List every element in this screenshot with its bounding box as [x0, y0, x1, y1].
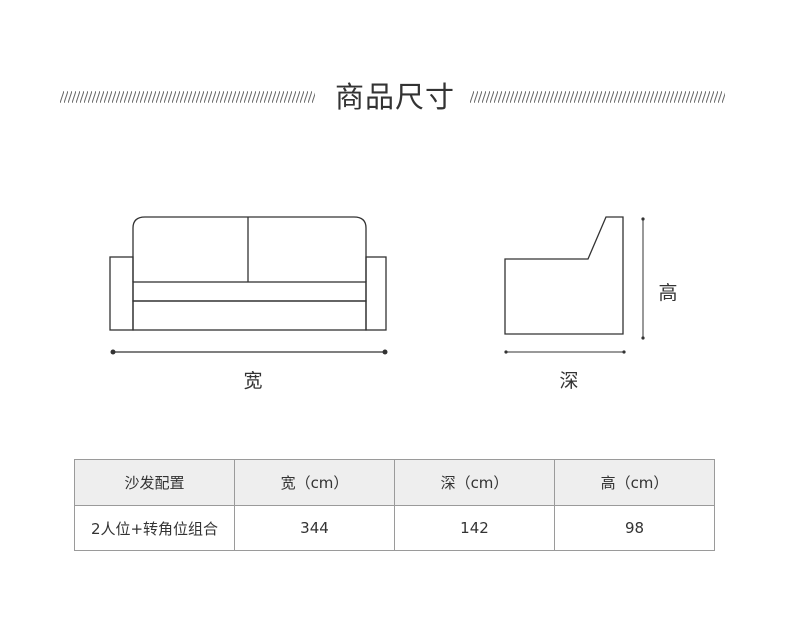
- header-height: 高（cm）: [554, 459, 715, 506]
- sofa-cushion: [132, 281, 367, 302]
- cell-height: 98: [554, 505, 715, 551]
- sofa-side-view: [504, 216, 624, 335]
- height-dimension: 高: [641, 217, 678, 340]
- width-dimension: 宽: [110, 349, 388, 392]
- left-armrest: [109, 256, 134, 331]
- sofa-backrest: [132, 216, 367, 282]
- hatch-decoration-left: [60, 91, 315, 103]
- dimension-table: 沙发配置 宽（cm） 深（cm） 高（cm） 2人位+转角位组合 344 142…: [74, 459, 715, 551]
- cell-depth: 142: [394, 505, 555, 551]
- hatch-decoration-right: [470, 91, 725, 103]
- cell-config: 2人位+转角位组合: [74, 505, 235, 551]
- header-config: 沙发配置: [74, 459, 235, 506]
- sofa-base: [132, 300, 367, 331]
- right-armrest: [365, 256, 387, 331]
- cell-width: 344: [234, 505, 395, 551]
- sofa-front-view: [109, 216, 387, 331]
- depth-dimension: 深: [504, 350, 626, 392]
- header-depth: 深（cm）: [394, 459, 555, 506]
- section-header: 商品尺寸: [0, 78, 790, 118]
- depth-label: 深: [559, 370, 578, 392]
- table-row: 2人位+转角位组合 344 142 98: [74, 505, 715, 551]
- width-label: 宽: [243, 370, 262, 392]
- table-header-row: 沙发配置 宽（cm） 深（cm） 高（cm）: [74, 459, 715, 506]
- page-title: 商品尺寸: [334, 80, 455, 114]
- sofa-dimension-diagram: 宽 深 高: [109, 216, 678, 392]
- header-width: 宽（cm）: [234, 459, 395, 506]
- height-label: 高: [658, 282, 677, 304]
